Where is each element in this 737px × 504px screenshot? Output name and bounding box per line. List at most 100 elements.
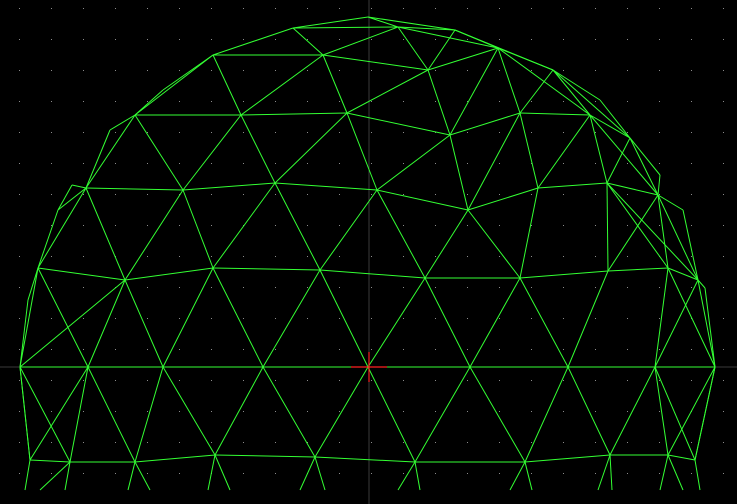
grid-dot xyxy=(179,256,180,257)
wireframe-edge xyxy=(629,137,661,176)
grid-dot xyxy=(179,70,180,71)
grid-dot xyxy=(467,287,468,288)
grid-dot xyxy=(115,411,116,412)
grid-dot xyxy=(723,8,724,9)
grid-dot xyxy=(211,442,212,443)
grid-dot xyxy=(339,39,340,40)
grid-dot xyxy=(211,380,212,381)
grid-dot xyxy=(51,70,52,71)
wireframe-edge xyxy=(212,182,276,269)
grid-dot xyxy=(243,8,244,9)
geodesic-dome-wireframe[interactable] xyxy=(19,16,716,491)
grid-dot xyxy=(147,70,148,71)
grid-dot xyxy=(19,411,20,412)
grid-dot xyxy=(627,256,628,257)
wireframe-edge xyxy=(85,187,184,191)
grid-dot xyxy=(371,287,372,288)
grid-dot xyxy=(563,225,564,226)
grid-dot xyxy=(51,411,52,412)
grid-dot xyxy=(403,411,404,412)
grid-dot xyxy=(691,194,692,195)
wireframe-edge xyxy=(322,26,399,56)
grid-dot xyxy=(371,132,372,133)
wireframe-edge xyxy=(346,112,378,191)
wireframe-edge xyxy=(467,112,521,211)
grid-dot xyxy=(467,349,468,350)
grid-dot xyxy=(275,163,276,164)
grid-dot xyxy=(307,163,308,164)
wireframe-edge xyxy=(207,454,216,491)
grid-dot xyxy=(659,380,660,381)
grid-dot xyxy=(115,163,116,164)
grid-dot xyxy=(179,318,180,319)
grid-dot xyxy=(691,349,692,350)
wireframe-edge xyxy=(292,26,399,29)
grid-dot xyxy=(51,8,52,9)
grid-dot xyxy=(19,70,20,71)
wireframe-edge xyxy=(322,54,348,114)
grid-dot xyxy=(179,225,180,226)
wireframe-edge xyxy=(509,461,526,491)
wireframe-edge xyxy=(37,267,126,281)
grid-dot xyxy=(691,39,692,40)
grid-dot xyxy=(275,8,276,9)
grid-dot xyxy=(531,225,532,226)
wireframe-edge xyxy=(567,366,611,456)
wireframe-edge xyxy=(537,114,591,189)
grid-dot xyxy=(435,473,436,474)
wireframe-edge xyxy=(397,26,429,71)
grid-dot xyxy=(691,287,692,288)
wireframe-edge xyxy=(697,279,706,289)
grid-dot xyxy=(307,194,308,195)
grid-dot xyxy=(211,70,212,71)
wireframe-edge xyxy=(57,187,87,211)
grid-dot xyxy=(19,318,20,319)
grid-dot xyxy=(723,411,724,412)
wireframe-edge xyxy=(589,114,659,196)
wireframe-edge xyxy=(467,209,521,279)
grid-dot xyxy=(19,132,20,133)
grid-dot xyxy=(723,318,724,319)
wireframe-edge xyxy=(162,54,214,91)
grid-dot xyxy=(147,225,148,226)
grid-dot xyxy=(115,225,116,226)
grid-dot xyxy=(691,473,692,474)
grid-dot xyxy=(723,380,724,381)
grid-dot xyxy=(563,256,564,257)
wireframe-edge xyxy=(667,454,684,491)
grid-dot xyxy=(371,380,372,381)
wireframe-edge xyxy=(240,114,276,184)
grid-dot xyxy=(499,70,500,71)
grid-dot xyxy=(19,163,20,164)
grid-dot xyxy=(83,380,84,381)
wireframe-edge xyxy=(519,277,569,368)
grid-dot xyxy=(179,163,180,164)
wireframe-edge xyxy=(134,89,164,116)
grid-dot xyxy=(435,256,436,257)
wireframe-edge xyxy=(449,112,521,136)
grid-dot xyxy=(563,318,564,319)
grid-dot xyxy=(595,442,596,443)
grid-dot xyxy=(627,473,628,474)
wireframe-edge xyxy=(346,112,451,136)
grid-dot xyxy=(147,163,148,164)
grid-dot xyxy=(83,101,84,102)
wireframe-edge xyxy=(397,26,499,49)
wireframe-edge xyxy=(519,270,609,279)
wireframe-edge xyxy=(697,279,716,368)
grid-dot xyxy=(723,349,724,350)
grid-dot xyxy=(659,287,660,288)
wireframe-edge xyxy=(607,194,659,272)
grid-dot xyxy=(19,442,20,443)
grid-dot xyxy=(691,225,692,226)
grid-dot xyxy=(147,318,148,319)
grid-dot xyxy=(371,349,372,350)
grid-dot xyxy=(723,132,724,133)
grid-dot xyxy=(499,39,500,40)
wireframe-edge xyxy=(524,461,533,491)
grid-dot xyxy=(371,8,372,9)
grid-dot xyxy=(275,256,276,257)
grid-dot xyxy=(659,194,660,195)
